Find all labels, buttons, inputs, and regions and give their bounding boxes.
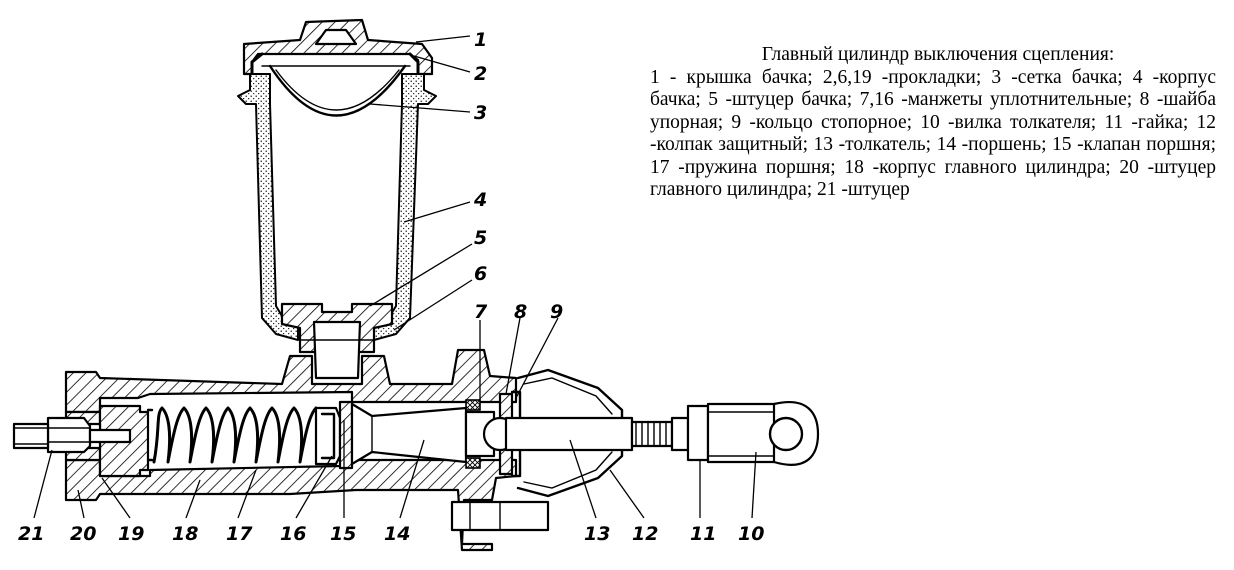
- piston-spring: [146, 406, 318, 464]
- piston-valve: [314, 406, 342, 466]
- callout-18: 18: [172, 523, 198, 545]
- callout-17: 17: [226, 523, 253, 545]
- end-fitting: [12, 416, 132, 454]
- callout-13: 13: [584, 523, 610, 545]
- reservoir-fitting: [280, 302, 394, 380]
- callout-4: 4: [473, 189, 487, 211]
- callout-1: 1: [474, 29, 487, 51]
- callout-2: 2: [474, 63, 487, 85]
- callout-14: 14: [384, 523, 410, 545]
- reservoir-strainer: [261, 64, 411, 117]
- reservoir-body: [237, 73, 437, 341]
- pushrod-clevis: [706, 401, 820, 466]
- callout-10: 10: [738, 523, 764, 545]
- callout-19: 19: [118, 523, 144, 545]
- caption-title: Главный цилиндр выключения сцепления:: [761, 44, 1115, 65]
- callout-6: 6: [474, 263, 487, 285]
- callout-21: 21: [18, 523, 44, 545]
- callout-16: 16: [280, 523, 306, 545]
- callout-5: 5: [474, 227, 487, 249]
- callout-3: 3: [474, 102, 487, 124]
- piston: [350, 402, 468, 466]
- pushrod: [482, 416, 674, 452]
- reservoir-gasket-top: [250, 52, 420, 76]
- callout-15: 15: [330, 523, 356, 545]
- lock-nut: [670, 404, 710, 462]
- callout-7: 7: [474, 301, 488, 323]
- leader-lines: [33, 35, 757, 519]
- callout-11: 11: [690, 523, 716, 545]
- callout-labels: 1 2 3 4 5 6 7 8 9 10 11 12 13 14 15 16 1…: [18, 29, 764, 545]
- figure-caption: Главный цилиндр выключения сцепления: 1 …: [650, 44, 1216, 202]
- callout-8: 8: [514, 301, 527, 323]
- callout-9: 9: [550, 301, 563, 323]
- callout-20: 20: [70, 523, 96, 545]
- piston-cup-seal: [338, 400, 354, 470]
- callout-12: 12: [632, 523, 658, 545]
- protective-boot: [516, 368, 624, 498]
- caption-legend: 1 - крышка бачка; 2,6,19 -прокладки; 3 -…: [650, 66, 1216, 201]
